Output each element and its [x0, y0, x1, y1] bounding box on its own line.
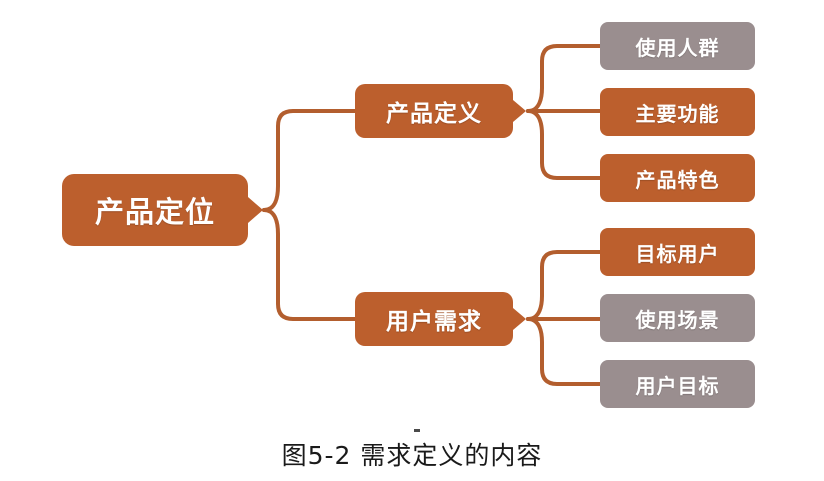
node-leaf-target-users[interactable]: 目标用户	[600, 228, 755, 276]
node-leaf-label: 产品特色	[635, 169, 720, 192]
node-leaf-usage-scenarios[interactable]: 使用场景	[600, 294, 755, 342]
node-branch-label: 产品定义	[386, 100, 482, 126]
caption-artifact-speck	[414, 429, 420, 432]
node-leaf-main-features[interactable]: 主要功能	[600, 88, 755, 136]
node-branch-user-needs[interactable]: 用户需求	[355, 292, 526, 346]
node-leaf-label: 使用场景	[635, 309, 720, 332]
right-arrow-notch-icon	[513, 100, 526, 122]
node-root-label: 产品定位	[94, 197, 215, 229]
node-branch-product-definition[interactable]: 产品定义	[355, 84, 526, 138]
figure-caption: 图5-2 需求定义的内容	[281, 441, 543, 470]
node-leaf-product-characteristics[interactable]: 产品特色	[600, 154, 755, 202]
node-leaf-label: 使用人群	[635, 37, 720, 60]
node-branch-label: 用户需求	[386, 308, 482, 334]
node-leaf-user-group[interactable]: 使用人群	[600, 22, 755, 70]
node-leaf-label: 用户目标	[635, 375, 720, 398]
node-leaf-label: 主要功能	[635, 103, 720, 126]
right-arrow-notch-icon	[513, 308, 526, 330]
node-leaf-label: 目标用户	[635, 243, 720, 266]
node-leaf-user-goals[interactable]: 用户目标	[600, 360, 755, 408]
node-root[interactable]: 产品定位	[62, 174, 263, 246]
right-arrow-notch-icon	[248, 197, 263, 223]
